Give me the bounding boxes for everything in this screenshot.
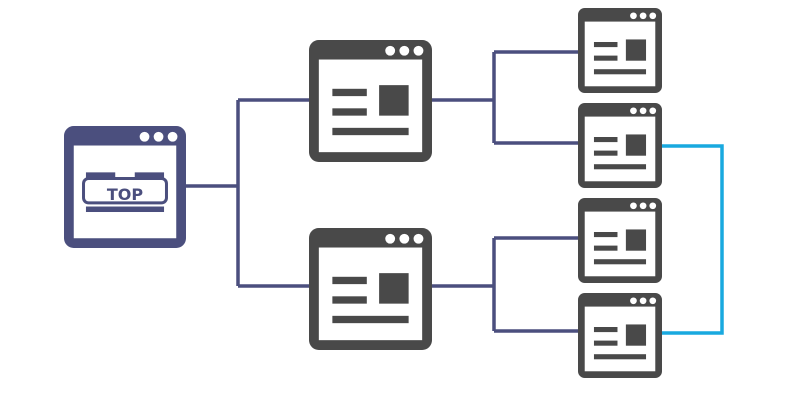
window-dot-icon xyxy=(649,297,657,305)
top-button-outline xyxy=(82,176,168,205)
window-dot-icon xyxy=(413,45,424,56)
text-line-icon xyxy=(593,137,618,143)
level3-page-window-icon xyxy=(578,198,662,283)
text-line-icon xyxy=(332,276,367,285)
text-line-icon xyxy=(593,42,618,48)
text-line-icon xyxy=(593,232,618,238)
window-dot-icon xyxy=(153,131,164,142)
window-dot-icon xyxy=(399,45,410,56)
top-underline xyxy=(85,206,165,213)
image-block-icon xyxy=(625,39,647,61)
level2-page-window-icon xyxy=(309,40,432,162)
window-dot-icon xyxy=(630,297,637,305)
text-line-icon xyxy=(332,127,409,136)
window-dot-icon xyxy=(167,131,178,142)
window-dot-icon xyxy=(639,297,647,305)
window-dot-icon xyxy=(649,107,657,115)
text-line-icon xyxy=(332,315,409,324)
window-dot-icon xyxy=(639,202,647,210)
text-line-icon xyxy=(593,327,618,333)
connector-lines xyxy=(186,50,724,335)
window-dot-icon xyxy=(649,12,657,20)
text-line-icon xyxy=(332,296,367,304)
window-dot-icon xyxy=(649,202,657,210)
image-block-icon xyxy=(379,273,409,304)
top-tab-right xyxy=(134,172,165,179)
window-dot-icon xyxy=(413,233,424,244)
connector-upper-branch xyxy=(432,50,578,145)
window-dot-icon xyxy=(630,202,637,210)
text-line-icon xyxy=(332,88,367,97)
top-label: TOP xyxy=(107,185,144,204)
image-block-icon xyxy=(625,229,647,251)
image-block-icon xyxy=(625,134,647,156)
window-dot-icon xyxy=(399,233,410,244)
level2-page-window-icon xyxy=(309,228,432,350)
connector-top-to-level2 xyxy=(186,98,309,288)
text-line-icon xyxy=(593,150,618,156)
window-dot-icon xyxy=(630,12,637,20)
cross-link-connector xyxy=(662,144,724,335)
top-page-window-icon xyxy=(64,126,186,248)
text-line-icon xyxy=(332,108,367,116)
level3-page-window-icon xyxy=(578,103,662,188)
level3-page-window-icon xyxy=(578,8,662,93)
text-line-icon xyxy=(593,55,618,61)
text-line-icon xyxy=(593,245,618,251)
page-windows xyxy=(64,8,662,378)
text-line-icon xyxy=(593,259,647,265)
text-line-icon xyxy=(593,164,647,170)
image-block-icon xyxy=(379,85,409,116)
text-line-icon xyxy=(593,340,618,346)
text-line-icon xyxy=(593,69,647,75)
image-block-icon xyxy=(625,324,647,346)
window-dot-icon xyxy=(385,45,396,56)
window-dot-icon xyxy=(139,131,150,142)
connector-lower-branch xyxy=(432,236,578,333)
window-body xyxy=(73,145,177,239)
text-line-icon xyxy=(593,354,647,360)
window-dot-icon xyxy=(630,107,637,115)
window-dot-icon xyxy=(385,233,396,244)
window-dot-icon xyxy=(639,107,647,115)
window-dot-icon xyxy=(639,12,647,20)
level3-page-window-icon xyxy=(578,293,662,378)
top-tab-left xyxy=(85,172,116,179)
